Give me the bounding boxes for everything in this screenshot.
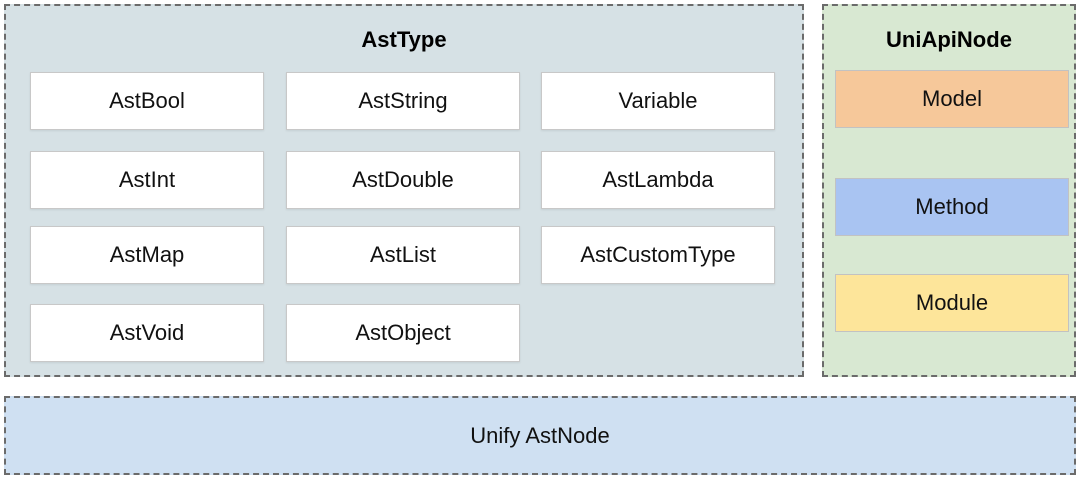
model-node: Model (835, 70, 1069, 128)
ast-map-node: AstMap (30, 226, 264, 284)
uniapinode-title: UniApiNode (886, 27, 1012, 52)
ast-list-node: AstList (286, 226, 520, 284)
unify-astnode-layer: Unify AstNode (4, 396, 1076, 475)
ast-int-node: AstInt (30, 151, 264, 209)
asttype-title: AstType (361, 27, 447, 52)
ast-custom-type-node: AstCustomType (541, 226, 775, 284)
ast-string-node: AstString (286, 72, 520, 130)
method-node: Method (835, 178, 1069, 236)
uniapinode-group: UniApiNode Model Method Module (822, 4, 1076, 377)
ast-object-node: AstObject (286, 304, 520, 362)
ast-void-node: AstVoid (30, 304, 264, 362)
ast-lambda-node: AstLambda (541, 151, 775, 209)
asttype-group: AstType AstBool AstString Variable AstIn… (4, 4, 804, 377)
ast-bool-node: AstBool (30, 72, 264, 130)
module-node: Module (835, 274, 1069, 332)
variable-node: Variable (541, 72, 775, 130)
ast-double-node: AstDouble (286, 151, 520, 209)
